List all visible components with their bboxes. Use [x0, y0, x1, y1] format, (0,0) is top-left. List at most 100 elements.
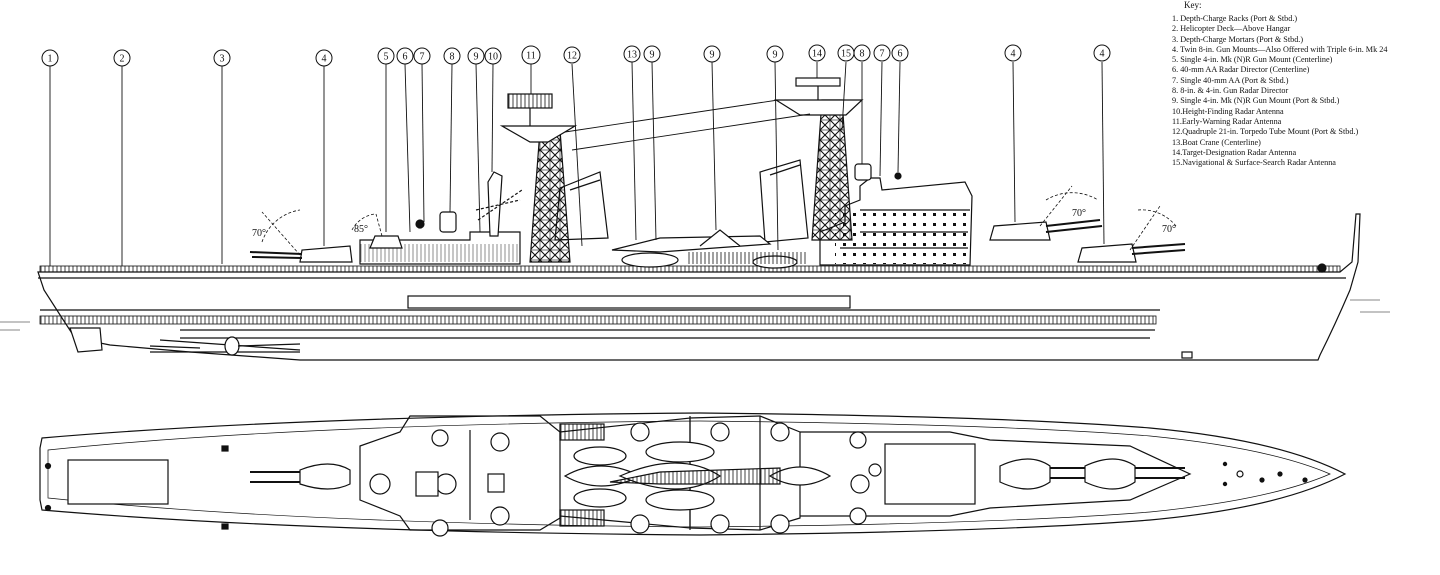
callout-marker: 3 — [213, 49, 231, 67]
callout-label: 10 — [488, 52, 498, 63]
callout-label: 2 — [120, 54, 125, 65]
angle-label: 85° — [354, 224, 368, 235]
bow-fittings — [1222, 461, 1308, 487]
key-item: 10.Height-Finding Radar Antenna — [1172, 106, 1284, 116]
callout-label: 7 — [880, 49, 885, 60]
callout-marker: 9 — [643, 45, 661, 63]
plan-small-mounts — [369, 422, 882, 537]
plan-view — [39, 412, 1347, 537]
forward-funnel — [759, 159, 809, 243]
angle-label: 70° — [252, 228, 266, 239]
callout-marker: 9 — [766, 45, 784, 63]
key-item: 6. 40-mm AA Radar Director (Centerline) — [1172, 65, 1310, 75]
boat — [573, 488, 627, 508]
boat-crane — [609, 467, 781, 485]
callout-label: 6 — [898, 49, 903, 60]
callout-label: 8 — [450, 52, 455, 63]
key-list: 1. Depth-Charge Racks (Port & Stbd.) 2. … — [1172, 14, 1438, 168]
callout-label: 4 — [322, 54, 327, 65]
callout-marker: 9 — [703, 45, 721, 63]
early-warning-antenna — [507, 93, 553, 109]
stern-fittings — [44, 445, 229, 530]
elevation-arc — [261, 209, 301, 243]
key-item: 8. 8-in. & 4-in. Gun Radar Director — [1172, 86, 1289, 96]
plan-twin-mount-fwd-b — [1084, 458, 1185, 490]
callout-marker: 6 — [891, 44, 909, 62]
key-item: 1. Depth-Charge Racks (Port & Stbd.) — [1172, 14, 1298, 23]
torpedo-tubes — [559, 509, 605, 527]
aft-lattice-mast — [529, 129, 571, 263]
key-item: 9. Single 4-in. Mk (N)R Gun Mount (Port … — [1172, 96, 1340, 106]
callout-label: 1 — [48, 54, 53, 65]
gun-director-fwd — [854, 163, 872, 181]
boot-top — [39, 315, 1157, 325]
callout-marker: 12 — [563, 46, 581, 64]
callout-label: 9 — [474, 52, 479, 63]
callout-label: 9 — [650, 50, 655, 61]
elevation-arc — [1045, 192, 1099, 201]
callout-label: 9 — [773, 50, 778, 61]
angle-label: 70° — [1072, 208, 1086, 219]
callout-marker: 4 — [315, 49, 333, 67]
angle-label: 70° — [1162, 224, 1176, 235]
callout-marker: 13 — [623, 45, 641, 63]
boat — [645, 489, 715, 511]
callout-marker: 8 — [443, 47, 461, 65]
fwd-twin-8in-mount-b — [1077, 243, 1186, 263]
hangar-outline — [407, 295, 851, 309]
key-item: 3. Depth-Charge Mortars (Port & Stbd.) — [1172, 34, 1304, 44]
callout-leaders — [49, 61, 1105, 266]
key-item: 15.Navigational & Surface-Search Radar A… — [1172, 158, 1336, 168]
callout-markers: 1 2 3 4 5 6 7 8 9 10 11 12 13 9 9 9 14 1… — [41, 44, 1111, 67]
callout-marker: 1 — [41, 49, 59, 67]
callout-label: 4 — [1011, 49, 1016, 60]
callout-label: 4 — [1100, 49, 1105, 60]
callout-marker: 8 — [853, 44, 871, 62]
callout-marker: 7 — [873, 44, 891, 62]
helicopter-deck — [67, 459, 169, 505]
key-item: 7. Single 40-mm AA (Port & Stbd.) — [1172, 75, 1289, 85]
key-item: 5. Single 4-in. Mk (N)R Gun Mount (Cente… — [1172, 55, 1333, 65]
callout-marker: 6 — [396, 47, 414, 65]
callout-label: 14 — [812, 49, 822, 60]
aft-twin-8in-mount — [249, 245, 353, 263]
callout-label: 13 — [627, 50, 637, 61]
key-item: 2. Helicopter Deck—Above Hangar — [1172, 24, 1291, 34]
key-item: 14.Target-Designation Radar Antenna — [1172, 147, 1297, 157]
height-finding-antenna — [487, 171, 503, 237]
callout-marker: 5 — [377, 47, 395, 65]
elevation-arc — [351, 213, 376, 231]
callout-marker: 4 — [1093, 44, 1111, 62]
callout-marker: 14 — [808, 44, 826, 62]
key-item: 12.Quadruple 21-in. Torpedo Tube Mount (… — [1172, 127, 1359, 137]
key-item: 13.Boat Crane (Centerline) — [1172, 137, 1261, 147]
callout-label: 11 — [526, 51, 536, 62]
gun-director-aft — [439, 211, 457, 233]
boat — [645, 441, 715, 463]
callout-marker: 7 — [413, 47, 431, 65]
profile-view — [0, 77, 1390, 361]
callout-label: 6 — [403, 52, 408, 63]
callout-marker: 2 — [113, 49, 131, 67]
key-item: 11.Early-Warning Radar Antenna — [1172, 116, 1282, 126]
propeller — [224, 336, 240, 356]
boat — [573, 446, 627, 466]
key-title: Key: — [1184, 0, 1202, 10]
boat — [768, 466, 832, 486]
callout-label: 9 — [710, 50, 715, 61]
plan-director — [487, 473, 505, 493]
callout-label: 15 — [841, 49, 851, 60]
key-legend: Key: 1. Depth-Charge Racks (Port & Stbd.… — [1172, 0, 1438, 168]
key-item: 4. Twin 8-in. Gun Mounts—Also Offered wi… — [1172, 44, 1388, 54]
callout-marker: 4 — [1004, 44, 1022, 62]
rudder — [69, 327, 103, 353]
deck-rail — [39, 265, 1341, 273]
aft-single-mount — [369, 235, 403, 249]
fwd-twin-8in-mount-a — [989, 219, 1103, 241]
target-designation-antenna — [795, 77, 841, 87]
boat — [621, 252, 679, 268]
torpedo-tubes — [559, 423, 605, 441]
callout-label: 3 — [220, 54, 225, 65]
callout-marker: 11 — [521, 45, 541, 65]
